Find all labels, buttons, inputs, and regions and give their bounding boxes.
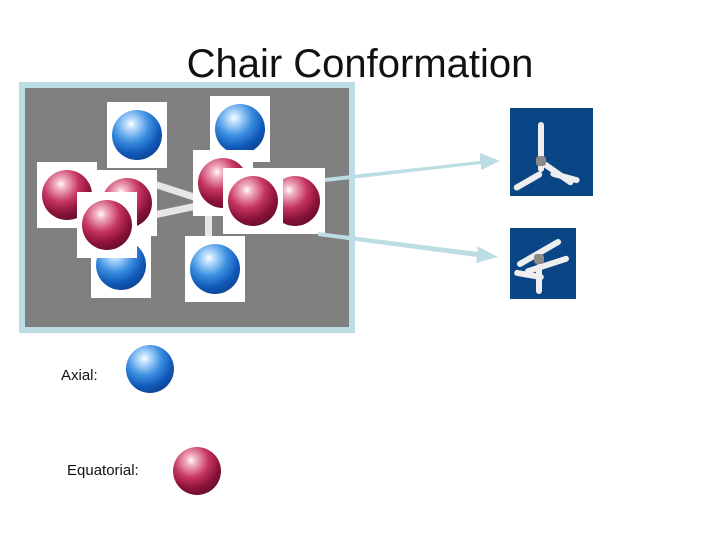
legend-equatorial-label: Equatorial: bbox=[67, 462, 139, 479]
model-bond bbox=[534, 254, 544, 264]
equatorial-sphere-marker bbox=[77, 192, 137, 258]
model-bond bbox=[538, 122, 544, 172]
legend-axial-label: Axial: bbox=[61, 367, 98, 384]
arrow-to-top-model bbox=[325, 153, 500, 182]
equatorial-sphere-marker bbox=[223, 168, 283, 234]
model-bond bbox=[536, 156, 546, 166]
molecule-photo-frame bbox=[19, 82, 355, 333]
model-bond bbox=[512, 170, 544, 192]
legend-axial-sphere bbox=[126, 345, 174, 393]
axial-model-image bbox=[510, 108, 593, 196]
axial-sphere-marker bbox=[107, 102, 167, 168]
equatorial-sphere-marker bbox=[37, 162, 97, 228]
axial-sphere-marker bbox=[185, 236, 245, 302]
legend-equatorial-sphere bbox=[173, 447, 221, 495]
equatorial-model-image bbox=[510, 228, 576, 299]
arrow-to-bottom-model bbox=[318, 232, 498, 263]
bond-stick bbox=[205, 186, 212, 246]
slide-title: Chair Conformation bbox=[186, 42, 534, 86]
